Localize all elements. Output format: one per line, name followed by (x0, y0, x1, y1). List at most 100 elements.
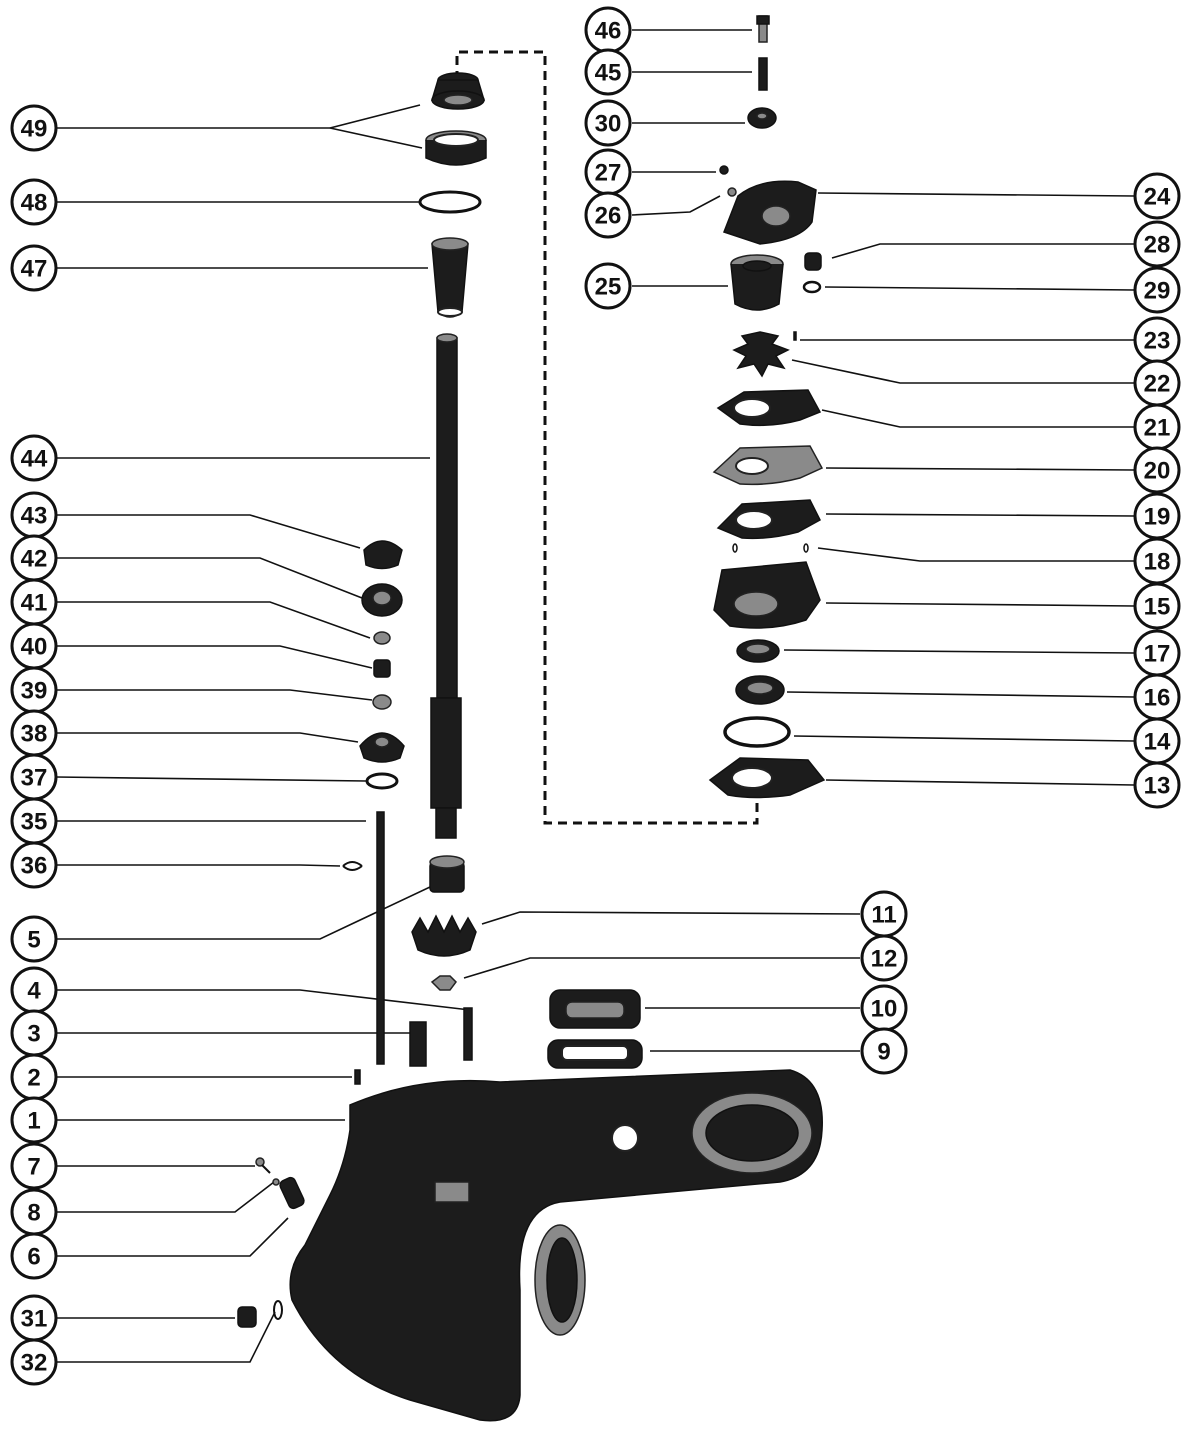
gasket-9-part (547, 1039, 643, 1069)
callout-15: 15 (1133, 582, 1181, 630)
svg-text:26: 26 (595, 203, 622, 230)
callout-24: 24 (1133, 172, 1181, 220)
callout-26: 26 (584, 191, 632, 239)
callout-27: 27 (584, 148, 632, 196)
svg-text:13: 13 (1144, 773, 1171, 800)
svg-text:45: 45 (595, 60, 622, 87)
svg-text:7: 7 (27, 1154, 40, 1181)
bearing-cone-part (430, 72, 486, 110)
seal-30-part (747, 107, 777, 129)
callout-7: 7 (10, 1142, 58, 1190)
svg-text:19: 19 (1144, 504, 1171, 531)
svg-text:8: 8 (27, 1200, 40, 1227)
gear-38-part (359, 732, 405, 763)
svg-text:31: 31 (21, 1306, 48, 1333)
svg-text:36: 36 (21, 853, 48, 880)
svg-text:35: 35 (21, 809, 48, 836)
callout-48: 48 (10, 178, 58, 226)
callout-44: 44 (10, 434, 58, 482)
cropped-caption (620, 1432, 1200, 1447)
gasket-19-part (716, 499, 821, 540)
callout-6: 6 (10, 1232, 58, 1280)
washer-29-part (802, 280, 822, 294)
screw-7-part (255, 1157, 271, 1174)
svg-text:21: 21 (1144, 415, 1171, 442)
svg-text:5: 5 (27, 927, 40, 954)
callout-2: 2 (10, 1053, 58, 1101)
svg-text:18: 18 (1144, 549, 1171, 576)
svg-text:25: 25 (595, 274, 622, 301)
water-pump-base-part (713, 561, 821, 629)
svg-text:12: 12 (871, 946, 898, 973)
stud-3-part (409, 1021, 427, 1067)
gasket-13-part (708, 757, 826, 799)
callout-35: 35 (10, 797, 58, 845)
callout-28: 28 (1133, 220, 1181, 268)
svg-text:37: 37 (21, 765, 48, 792)
callout-16: 16 (1133, 673, 1181, 721)
grommet-28-part (804, 252, 822, 271)
callout-1: 1 (10, 1096, 58, 1144)
impeller-part (732, 331, 790, 378)
callout-42: 42 (10, 534, 58, 582)
drive-shaft-part (430, 333, 462, 839)
water-pump-cover-part (723, 180, 817, 245)
callout-17: 17 (1133, 629, 1181, 677)
callout-30: 30 (584, 99, 632, 147)
gear-housing-part (289, 1069, 823, 1422)
plug-washer-part (273, 1300, 283, 1320)
callout-39: 39 (10, 666, 58, 714)
seal-17-part (736, 639, 780, 663)
seal-10-part (549, 989, 641, 1029)
callout-10: 10 (860, 984, 908, 1032)
callout-23: 23 (1133, 316, 1181, 364)
svg-text:29: 29 (1144, 278, 1171, 305)
svg-text:2: 2 (27, 1065, 40, 1092)
leader-lines (55, 29, 1135, 1363)
svg-text:22: 22 (1144, 371, 1171, 398)
callout-43: 43 (10, 491, 58, 539)
svg-text:4: 4 (27, 978, 41, 1005)
washer-8-part (272, 1178, 280, 1186)
gasket-21-part (716, 389, 822, 427)
svg-text:23: 23 (1144, 328, 1171, 355)
shift-shaft-part (376, 811, 385, 1065)
svg-text:20: 20 (1144, 458, 1171, 485)
callouts: 49 48 47 44 43 42 41 40 39 38 37 35 36 5… (10, 6, 1181, 1386)
svg-text:14: 14 (1144, 729, 1171, 756)
key-23-part (793, 331, 797, 341)
pin-part (354, 1069, 361, 1085)
clip-part (342, 861, 363, 871)
callout-3: 3 (10, 1009, 58, 1057)
stud-4-part (463, 1007, 473, 1061)
svg-text:47: 47 (21, 256, 48, 283)
nut-27-part (719, 165, 729, 175)
callout-41: 41 (10, 578, 58, 626)
callout-5: 5 (10, 915, 58, 963)
svg-text:42: 42 (21, 546, 48, 573)
callout-25: 25 (584, 262, 632, 310)
dowel-18-part-a (732, 543, 738, 553)
svg-text:10: 10 (871, 996, 898, 1023)
callout-46: 46 (584, 6, 632, 54)
svg-text:11: 11 (871, 902, 896, 929)
svg-text:44: 44 (21, 446, 48, 473)
svg-text:27: 27 (595, 160, 622, 187)
svg-text:6: 6 (27, 1244, 40, 1271)
face-plate-20-part (712, 445, 824, 486)
svg-text:30: 30 (595, 111, 622, 138)
stud-45-part (758, 57, 768, 91)
callout-11: 11 (860, 890, 908, 938)
callout-49: 49 (10, 104, 58, 152)
spring-6-part (279, 1176, 305, 1210)
svg-text:32: 32 (21, 1350, 48, 1377)
svg-text:43: 43 (21, 503, 48, 530)
pinion-gear-part (411, 914, 477, 957)
callout-20: 20 (1133, 446, 1181, 494)
callout-45: 45 (584, 48, 632, 96)
svg-text:40: 40 (21, 634, 48, 661)
plug-part (237, 1306, 257, 1328)
callout-21: 21 (1133, 403, 1181, 451)
svg-text:48: 48 (21, 190, 48, 217)
